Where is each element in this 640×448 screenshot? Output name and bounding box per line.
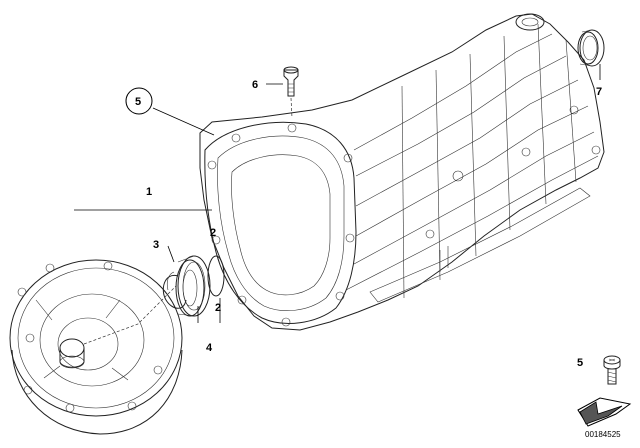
legend-bolt: 5 [577, 355, 621, 385]
bolt-icon [603, 355, 621, 385]
radial-shaft-seal [175, 255, 211, 317]
diagram-id: 00184525 [585, 430, 621, 439]
vent-plug [283, 66, 299, 119]
callout-2-oring: 2 [210, 227, 216, 239]
callout-7: 7 [596, 86, 602, 98]
callout-1: 1 [146, 186, 152, 198]
leader-lines [74, 64, 601, 323]
o-ring [207, 255, 225, 297]
callout-4: 4 [206, 342, 213, 354]
callouts: 1 2 2 3 4 5 6 7 [125, 79, 602, 354]
transmission-housing [199, 13, 605, 331]
circlip [162, 271, 187, 309]
arrow-icon [577, 397, 632, 427]
torque-converter [9, 259, 183, 435]
callout-3: 3 [153, 239, 159, 251]
rear-shaft-seal [577, 29, 605, 67]
callout-5-circle [125, 87, 153, 115]
callout-5: 5 [135, 96, 141, 108]
callout-6: 6 [252, 79, 258, 91]
callout-2-lower: 2 [215, 302, 221, 314]
legend-callout-5: 5 [577, 357, 583, 369]
